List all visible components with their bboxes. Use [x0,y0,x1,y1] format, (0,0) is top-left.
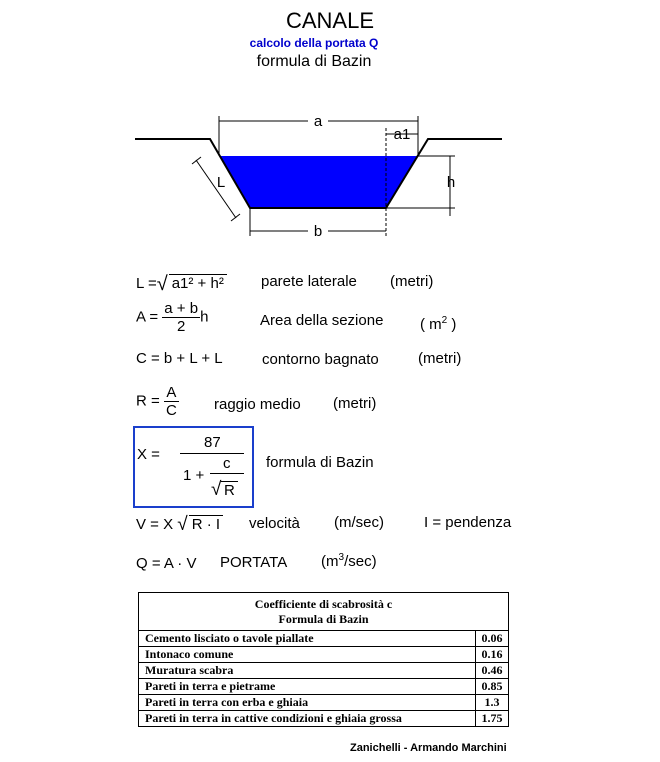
sqrt-icon: √ [177,514,188,535]
formula-V-unit: (m/sec) [334,514,384,531]
formula-R: R = A C [136,384,179,419]
formula-L-desc: parete laterale [261,273,357,290]
formula-Q: Q = A · V [136,555,197,572]
formula-C-desc: contorno bagnato [262,351,379,368]
label-L: L [217,174,225,191]
formula-V: V = X √R · I [136,514,224,536]
table-row: Pareti in terra con erba e ghiaia 1.3 [138,694,509,711]
formula-Q-unit: (m3/sec) [321,552,377,570]
label-b: b [314,223,322,240]
page-subtitle: calcolo della portata Q [249,36,379,50]
water-area [219,156,418,208]
formula-X-den-prefix: 1 + [183,467,205,484]
table-row: Cemento lisciato o tavole piallate 0.06 [138,630,509,647]
channel-profile [135,138,502,209]
formula-A: A = a + b 2 h [136,300,209,335]
sqrt-icon: √ [156,273,168,295]
formula-X-den-num: c [223,455,231,472]
table-row: Pareti in terra in cattive condizioni e … [138,710,509,727]
formula-A-unit: ( m2 ) [420,315,457,333]
channel-diagram: a a1 L h b [135,113,502,240]
table-row: Pareti in terra e pietrame 0.85 [138,678,509,695]
formula-L: L =√a1² + h² [136,273,227,296]
formula-X-inner-bar [210,473,244,474]
bazin-formula-box [133,426,254,508]
formula-X-radicand: R [221,481,238,499]
formula-X-lhs: X = [137,446,160,463]
formula-X-num: 87 [204,434,221,451]
page-title: CANALE [285,8,375,33]
formula-C: C = b + L + L [136,350,223,367]
formula-R-unit: (metri) [333,395,377,412]
coefficient-table-header: Coefficiente di scabrosità c Formula di … [138,592,509,631]
table-row: Muratura scabra 0.46 [138,662,509,679]
formula-V-desc: velocità [249,515,300,532]
formula-X-desc: formula di Bazin [266,454,374,471]
formula-C-unit: (metri) [418,350,462,367]
formula-name: formula di Bazin [256,53,372,70]
formula-Q-desc: PORTATA [220,554,288,571]
label-a1: a1 [394,126,411,143]
coefficient-table: Coefficiente di scabrosità c Formula di … [138,592,509,727]
table-row: Intonaco comune 0.16 [138,646,509,663]
formula-V-note: I = pendenza [424,514,512,531]
formula-L-unit: (metri) [390,273,434,290]
formula-R-desc: raggio medio [214,396,301,413]
label-h: h [447,174,455,191]
formula-X-fraction-bar [180,453,244,454]
sqrt-icon: √ [211,479,222,500]
credit-text: Zanichelli - Armando Marchini [350,742,507,754]
formula-A-desc: Area della sezione [260,312,384,329]
label-a: a [314,113,323,130]
